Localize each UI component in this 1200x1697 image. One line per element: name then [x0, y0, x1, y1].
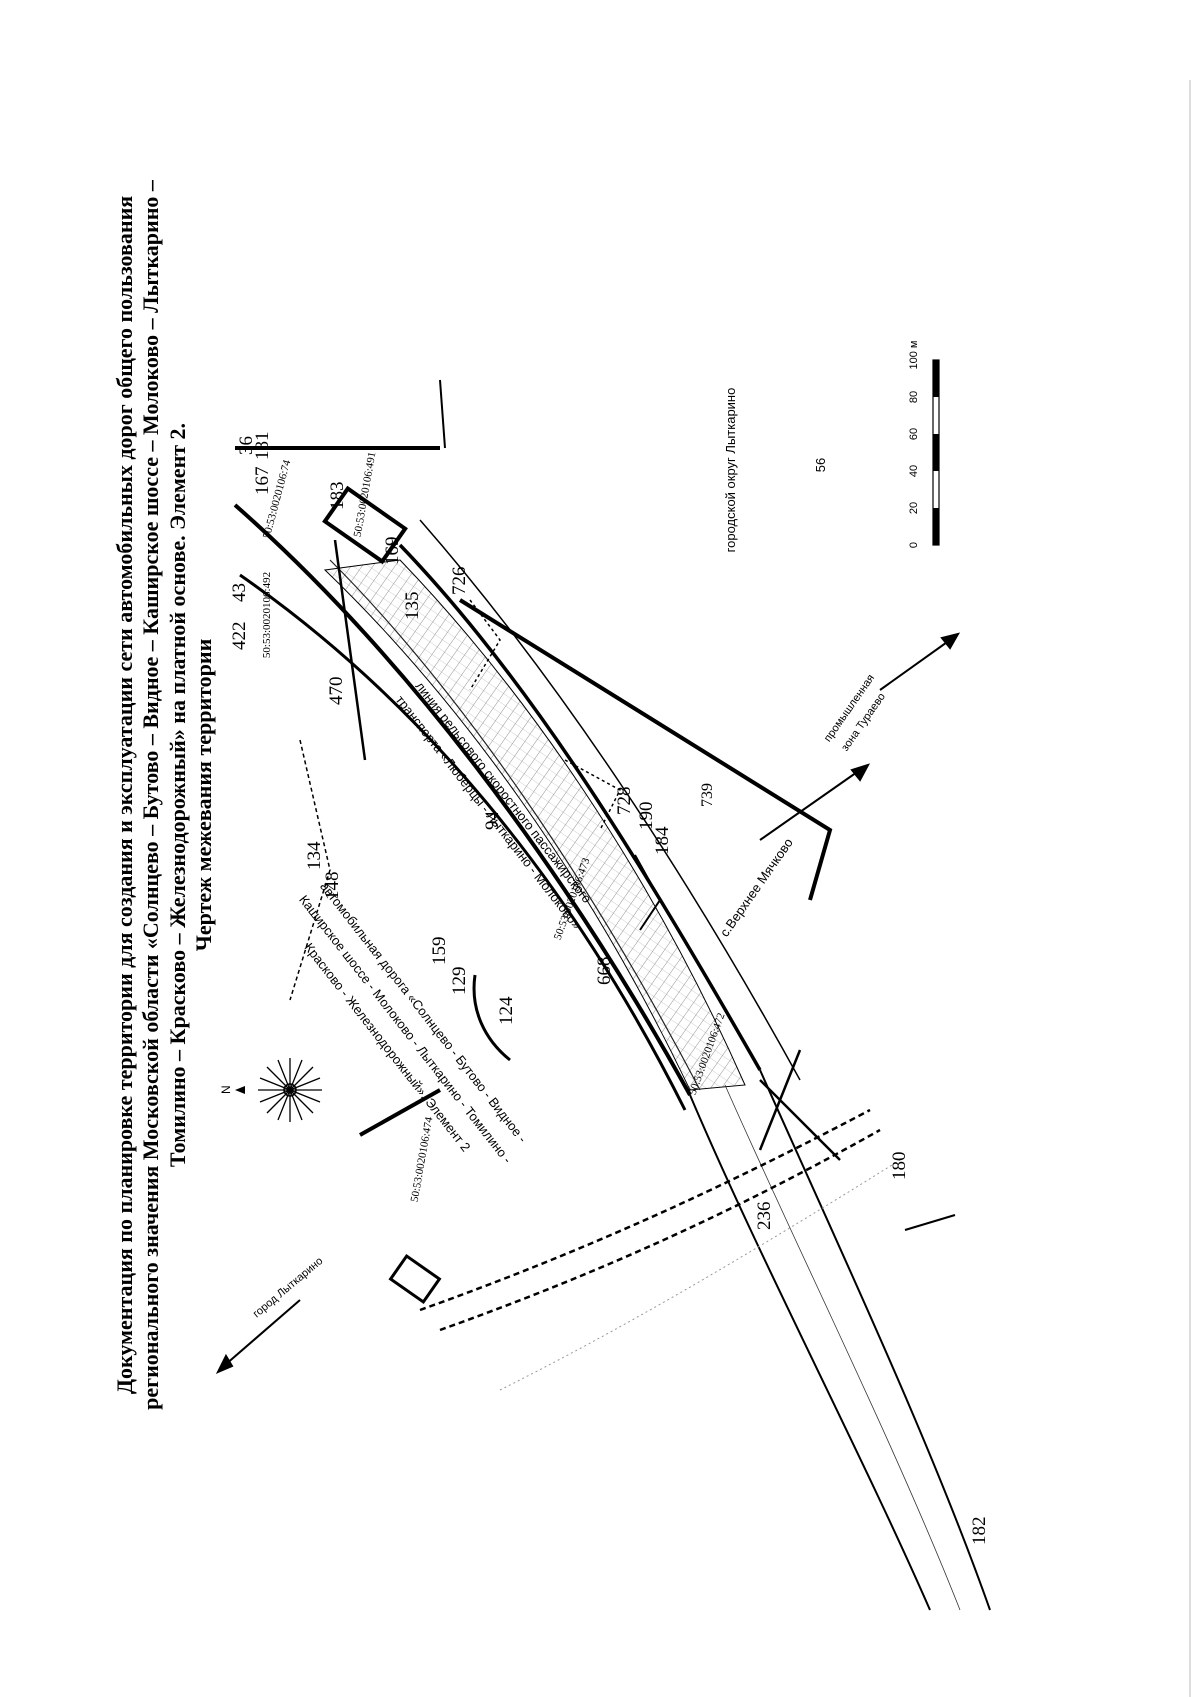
parcel-184: 184 — [652, 826, 673, 855]
label-district: городской округ Лыткарино — [723, 388, 738, 553]
top-boundary-end — [439, 379, 446, 449]
lower-road-right — [759, 1069, 991, 1611]
cadastral-492: 50:53:0020106:492 — [261, 572, 273, 658]
parcel-169: 169 — [382, 537, 403, 566]
parcel-167: 167 — [252, 467, 273, 496]
parcel-728-dotted — [564, 759, 621, 831]
parcel-183-rect — [322, 485, 408, 565]
rail-dashed-1 — [419, 1108, 871, 1312]
parcel-728: 728 — [614, 787, 635, 816]
compass-rose: N — [219, 1058, 322, 1122]
parcel-184-line — [634, 854, 662, 931]
right-plots — [235, 379, 841, 1305]
parcel-182: 182 — [969, 1517, 990, 1546]
curve-124 — [472, 974, 511, 1062]
corridor-line-right — [398, 543, 762, 1071]
cadastral-474: 50:53:0020106:474 — [409, 1116, 436, 1203]
parcel-124: 124 — [496, 996, 517, 1025]
title-block: Документация по планировке территории дл… — [112, 179, 216, 1410]
title-line-3: Томилино – Красково – Железнодорожный» н… — [165, 423, 190, 1167]
rail-dashed-2 — [439, 1128, 881, 1332]
parcel-422: 422 — [229, 622, 250, 651]
parcel-726: 726 — [449, 567, 470, 596]
small-rect-parcel — [388, 1253, 442, 1305]
cross-road-2 — [758, 1049, 802, 1151]
corridor-hatch — [323, 559, 746, 1091]
parcel-43: 43 — [229, 583, 250, 602]
parcel-183: 183 — [327, 482, 348, 511]
direction-arrows — [215, 632, 961, 1374]
scale-tick-60: 60 — [908, 428, 920, 440]
scale-tick-20: 20 — [908, 502, 920, 514]
corridor-line-left-2 — [239, 573, 687, 1111]
parcel-726-dotted — [469, 599, 501, 691]
page-number: 739 — [699, 783, 716, 807]
label-village: с.Верхнее Мячково — [717, 835, 796, 939]
zone-boundary — [458, 598, 833, 901]
compass-north-label: N — [219, 1085, 233, 1094]
parcel-159: 159 — [429, 937, 450, 966]
black-dash-segment — [359, 1088, 441, 1137]
rail-dotted — [499, 1159, 901, 1391]
left-dashed — [289, 739, 331, 1001]
title-line-2: регионального значения Московской област… — [138, 179, 163, 1410]
parcel-190: 190 — [636, 802, 657, 831]
corridor-line-right-2 — [419, 519, 801, 1081]
parcel-numbers: 36 181 167 183 43 422 470 169 135 726 72… — [229, 432, 990, 1546]
parcel-180: 180 — [889, 1152, 910, 1181]
parcel-668: 668 — [594, 957, 615, 986]
lower-road-centre — [724, 1084, 961, 1611]
parcel-36: 36 — [236, 436, 257, 455]
corridor-centre — [329, 559, 701, 1091]
scale-tick-40: 40 — [908, 465, 920, 477]
parcel-148: 148 — [322, 872, 343, 901]
label-road-2: Каширское шоссе - Молоково - Лыткарино -… — [296, 892, 515, 1166]
scale-bar: 0 20 40 60 80 100 м — [908, 341, 940, 548]
road-corridor — [233, 503, 801, 1111]
parcel-129: 129 — [449, 967, 470, 996]
parcel-134: 134 — [304, 841, 325, 870]
scale-tick-100: 100 м — [908, 341, 920, 370]
title-line-4: Чертеж межевания территории — [191, 638, 216, 951]
lower-road-left — [689, 1094, 931, 1611]
parcel-94: 94 — [482, 811, 503, 831]
parcel-470: 470 — [326, 677, 347, 706]
lower-road-tick — [904, 1214, 956, 1231]
scale-tick-0: 0 — [908, 542, 920, 548]
parcel-135: 135 — [402, 592, 423, 621]
diag-line — [333, 539, 367, 761]
parcel-181: 181 — [252, 432, 273, 461]
cross-road-1 — [759, 1079, 841, 1161]
corridor-line-left — [233, 503, 692, 1096]
rail-lines — [419, 1108, 901, 1391]
label-district-number: 56 — [813, 458, 828, 472]
lower-road — [689, 1069, 991, 1611]
title-line-1: Документация по планировке территории дл… — [112, 196, 137, 1394]
scale-tick-80: 80 — [908, 391, 920, 403]
parcel-236: 236 — [754, 1202, 775, 1231]
